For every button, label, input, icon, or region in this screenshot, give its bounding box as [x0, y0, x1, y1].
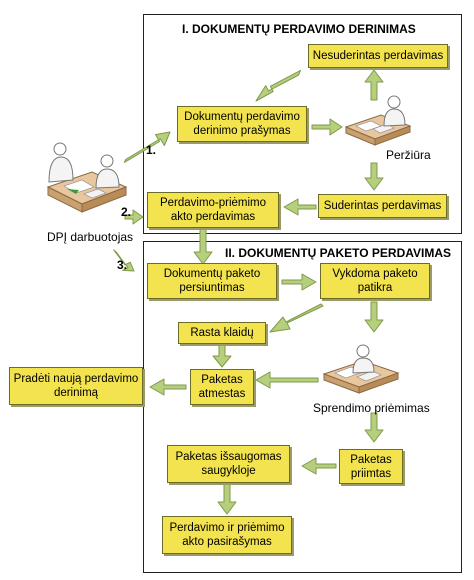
arrow-storage-to-signing	[217, 482, 237, 515]
review-label: Peržiūra	[386, 148, 431, 162]
arrow-review-to-approved	[364, 162, 384, 191]
arrow-unapproved-to-request	[255, 69, 301, 102]
arrow-approved-to-act	[283, 198, 317, 216]
arrow-package-to-check	[281, 273, 317, 291]
decision-person-icon	[322, 344, 400, 394]
box-package-check: Vykdoma paketo patikra	[320, 263, 430, 299]
arrow-decision-to-rejected	[255, 371, 319, 389]
arrow-rejected-to-new	[149, 378, 187, 396]
section-2-title: II. DOKUMENTŲ PAKETO PERDAVIMAS	[225, 246, 452, 260]
box-errors-found: Rasta klaidų	[178, 322, 266, 344]
arrow-actor-to-act	[124, 209, 144, 225]
arrow-decision-to-accepted	[364, 412, 384, 443]
step-3-label: 3.	[117, 258, 128, 272]
box-transfer-request: Dokumentų perdavimo derinimo prašymas	[177, 106, 307, 142]
arrow-review-to-unapproved	[364, 69, 384, 101]
arrow-actor-to-package	[113, 249, 135, 272]
arrow-act-to-package	[193, 228, 213, 265]
box-package-accepted: Paketas priimtas	[339, 449, 403, 484]
review-person-icon	[344, 95, 412, 146]
section-1-title: I. DOKUMENTŲ PERDAVIMO DERINIMAS	[182, 22, 416, 36]
step-2-label: 2.	[121, 205, 132, 219]
box-act-signing: Perdavimo ir priėmimo akto pasirašymas	[162, 516, 292, 554]
box-unapproved-transfer: Nesuderintas perdavimas	[308, 44, 448, 68]
arrow-actor-to-request	[123, 131, 171, 163]
box-package-rejected: Paketas atmestas	[190, 369, 254, 405]
arrow-check-to-decision	[364, 301, 384, 333]
arrow-request-to-review	[311, 118, 343, 136]
box-approved-transfer: Suderintas perdavimas	[318, 194, 447, 218]
employees-desk-icon	[46, 142, 128, 213]
arrow-accepted-to-storage	[301, 457, 337, 475]
box-start-new: Pradėti naują perdavimo derinimą	[9, 367, 143, 405]
box-act-transfer: Perdavimo-priėmimo akto perdavimas	[147, 192, 279, 228]
step-1-label: 1.	[146, 143, 157, 157]
decision-label: Sprendimo priėmimas	[313, 401, 430, 415]
arrow-errors-to-rejected	[212, 343, 232, 368]
box-package-stored: Paketas išsaugomas saugykloje	[167, 445, 290, 483]
arrow-check-to-errors	[269, 303, 324, 333]
box-package-sending: Dokumentų paketo persiuntimas	[147, 263, 277, 299]
actor-label: DPĮ darbuotojas	[47, 230, 134, 244]
